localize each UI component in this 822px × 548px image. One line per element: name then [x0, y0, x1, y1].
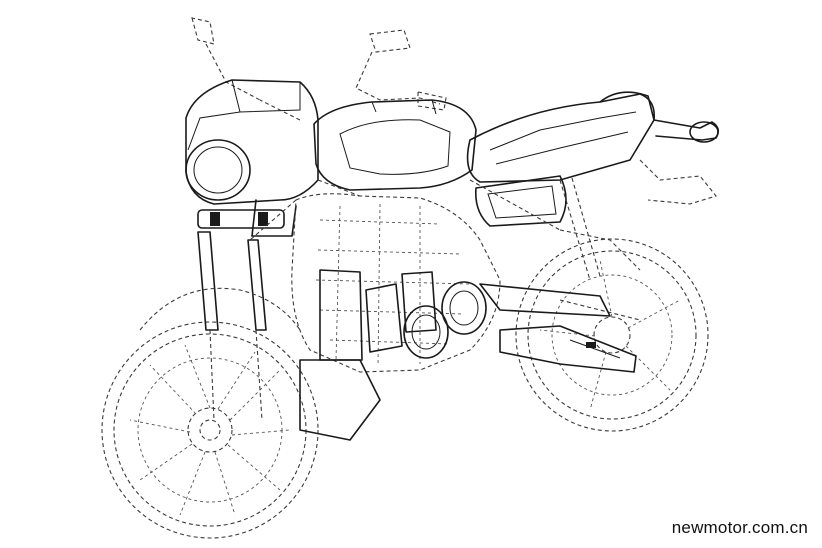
fuel-tank — [313, 99, 477, 191]
side-panel — [474, 175, 567, 227]
exhaust — [299, 269, 611, 441]
front-forks — [197, 231, 267, 421]
rear-wheel — [515, 238, 709, 432]
handlebars — [191, 17, 447, 111]
frame — [249, 99, 561, 241]
seat — [466, 91, 720, 183]
engine — [291, 193, 641, 373]
swingarm — [499, 325, 637, 373]
fairing — [185, 79, 319, 237]
front-wheel — [101, 321, 319, 539]
front-fender — [139, 287, 301, 331]
rear-fender — [639, 159, 717, 205]
side-panel-inner — [487, 185, 557, 219]
watermark-text: newmotor.com.cn — [671, 518, 808, 537]
rear-shock — [559, 177, 601, 281]
